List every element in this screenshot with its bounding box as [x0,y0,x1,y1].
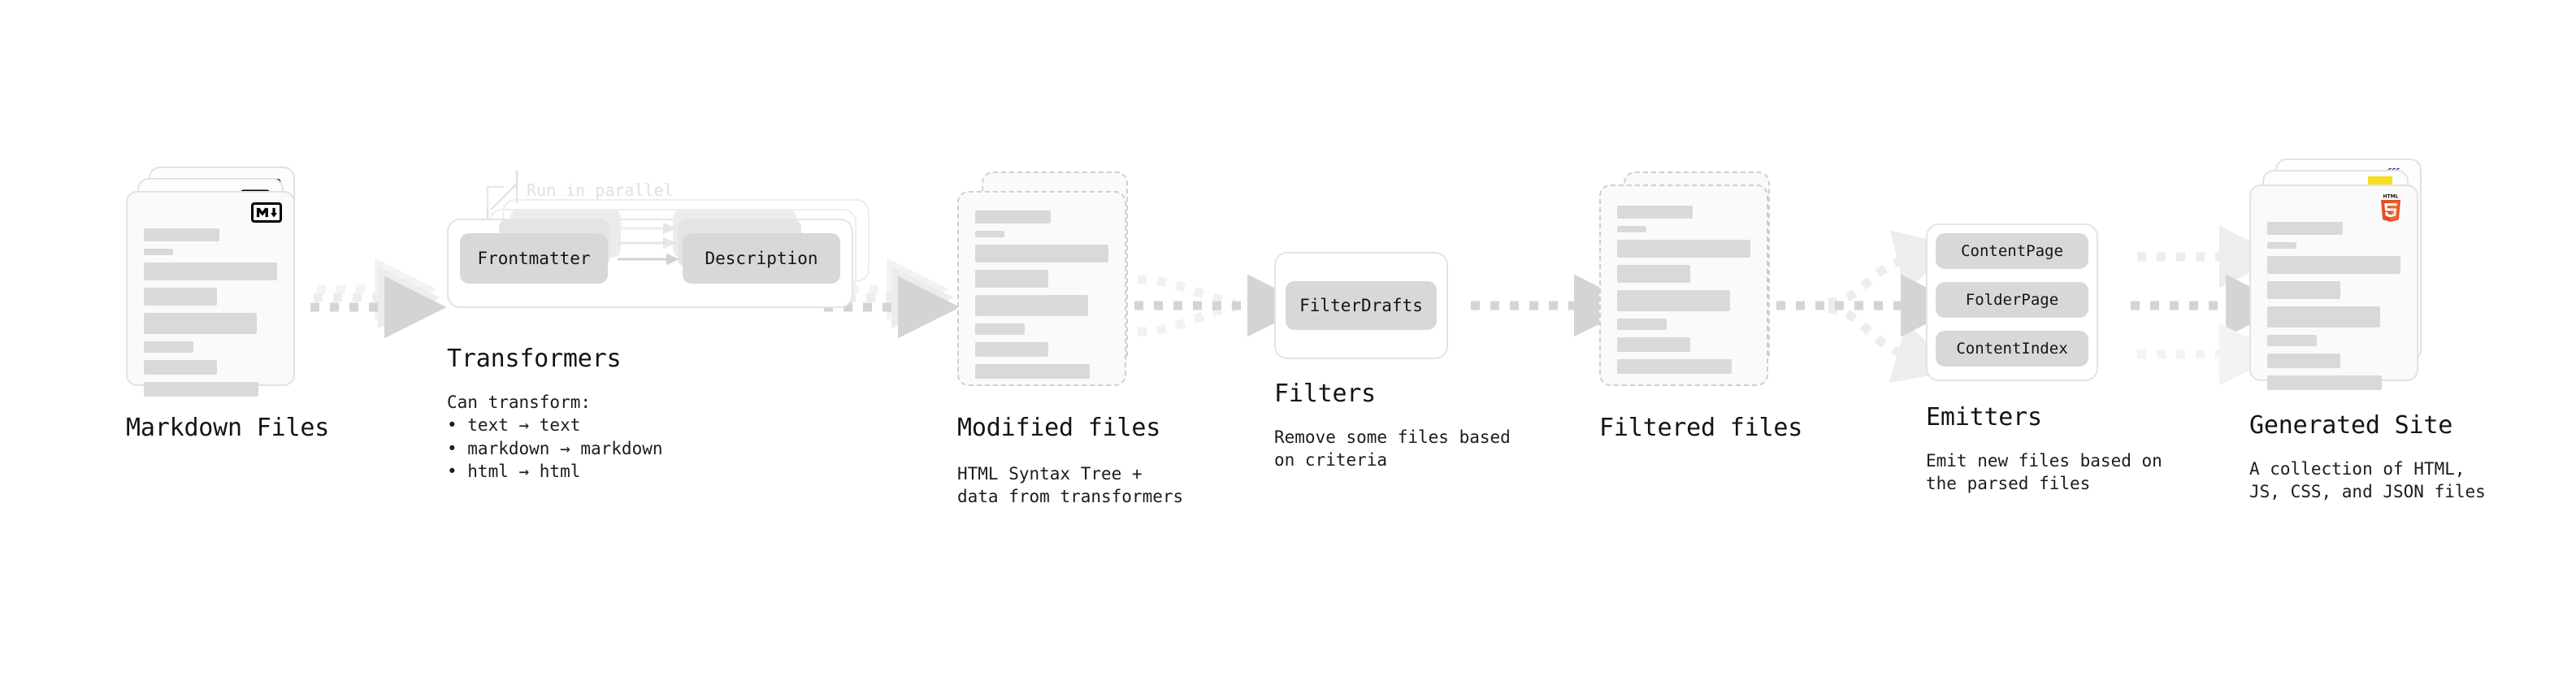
stage-desc-generated-site: A collection of HTML, JS, CSS, and JSON … [2249,459,2486,502]
stage-desc-emitters: Emit new files based on the parsed files [1926,451,2162,494]
skeleton-line [1617,206,1693,219]
stage-generated-site: CSS HTML [2249,158,2526,501]
skeleton-line [2267,256,2400,274]
html5-badge-icon: HTML [2378,193,2404,222]
skeleton-line [975,245,1108,262]
skeleton-line [144,228,220,241]
skeleton-line [975,270,1049,288]
emitters-node-contentindex[interactable]: ContentIndex [1936,331,2088,367]
skeleton-line [2267,306,2381,327]
transformer-node-frontmatter[interactable]: Frontmatter [460,233,608,284]
transformer-inner-arrows [618,222,680,266]
markdown-badge-icon [251,202,282,223]
stage-title-transformers: Transformers [447,345,622,373]
skeleton-lines [1617,206,1750,381]
skeleton-line [975,364,1091,379]
skeleton-line [144,313,258,334]
transformer-node-description[interactable]: Description [683,233,840,284]
stage-desc-filters: Remove some files based on criteria [1274,427,1511,471]
skeleton-line [2267,354,2341,368]
skeleton-line [2267,281,2341,299]
skeleton-line [2267,335,2317,346]
run-in-parallel-annotation: Run in parallel [527,180,674,200]
skeleton-line [975,231,1005,237]
skeleton-line [1617,337,1691,352]
stage-title-filters: Filters [1274,380,1377,408]
stage-title-filtered-files: Filtered files [1599,414,1803,442]
stage-title-modified-files: Modified files [957,414,1161,442]
skeleton-line [144,382,259,397]
stage-title-emitters: Emitters [1926,403,2042,432]
stage-desc-modified-files: HTML Syntax Tree + data from transformer… [957,464,1184,507]
skeleton-line [2267,222,2344,235]
stage-title-markdown-files: Markdown Files [126,414,330,442]
skeleton-line [975,323,1025,335]
emitters-node-contentpage[interactable]: ContentPage [1936,233,2088,269]
skeleton-line [1617,226,1647,232]
modified-doc-front [957,191,1126,386]
svg-text:HTML: HTML [2383,193,2399,199]
filters-node-filterdrafts[interactable]: FilterDrafts [1286,281,1437,330]
skeleton-line [1617,290,1731,311]
stage-title-generated-site: Generated Site [2249,411,2453,440]
skeleton-line [144,249,174,255]
skeleton-line [975,342,1049,357]
stage-desc-transformers: Can transform: • text → text • markdown … [447,393,663,482]
markdown-doc-stack [126,167,386,410]
stage-modified-files: Modified files HTML Syntax Tree + data f… [957,167,1234,506]
skeleton-line [2267,375,2383,390]
emitters-node-folderpage[interactable]: FolderPage [1936,282,2088,318]
skeleton-line [2267,242,2297,249]
stage-filtered-files: Filtered files [1599,167,1859,442]
filtered-doc-stack [1599,167,1859,410]
skeleton-line [1617,240,1750,258]
skeleton-lines [2267,222,2400,397]
modified-doc-stack [957,167,1234,410]
stage-markdown-files: Markdown Files [126,167,386,442]
skeleton-lines [144,228,277,404]
generated-doc-stack: CSS HTML [2249,158,2526,402]
skeleton-line [144,288,218,306]
skeleton-line [1617,265,1691,283]
skeleton-line [144,360,218,375]
skeleton-line [144,262,277,280]
skeleton-line [1617,319,1667,330]
skeleton-line [975,210,1052,223]
skeleton-line [1617,359,1733,374]
skeleton-lines [975,210,1108,386]
connector-emitters-to-site [2131,225,2288,386]
generated-doc-front-html: HTML [2249,184,2418,390]
filtered-doc-front [1599,184,1768,386]
skeleton-line [975,295,1089,316]
markdown-doc-front [126,191,295,397]
skeleton-line [144,341,193,353]
